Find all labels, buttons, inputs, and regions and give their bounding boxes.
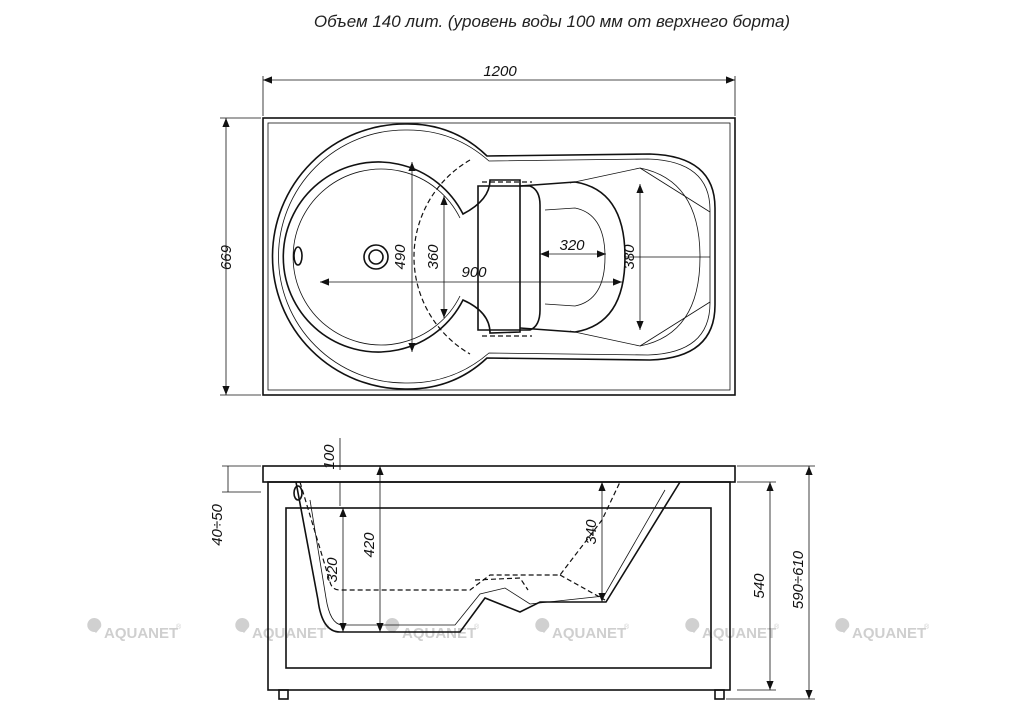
dim-total-height: 590÷610 [726,465,815,700]
dim-label: 40÷50 [209,504,226,546]
front-panel-inner [285,507,712,669]
dim-label: 420 [361,532,378,558]
dim-label: 699 [217,244,234,270]
dim-label: 340 [583,519,600,545]
footwell-outline [519,181,626,333]
basin-profile [295,481,681,633]
basin-outline [271,123,716,390]
overflow-side-icon [293,485,303,501]
dim-label: 1200 [483,63,517,80]
dim-bowl-inner: 360 [425,196,448,318]
tub-outline [262,117,736,396]
watermark-mark: ® [774,623,780,631]
watermark-text: AQUANET [252,625,326,642]
dim-label: 490 [392,244,409,270]
watermark-row: AQUANET ® AQUANET ® AQUANET ® AQUANET ® … [87,618,930,642]
side-view: 100 40÷50 320 420 340 540 590÷610 [209,438,815,700]
watermark-text: AQUANET [552,625,626,642]
seat-dashes [482,181,532,337]
bowl-outline [282,161,521,353]
basin-profile-dashed [299,481,621,591]
front-panel [267,481,731,691]
left-foot [278,689,289,700]
top-view: 1200 699 490 360 900 320 380 [217,63,736,396]
watermark-text: AQUANET [104,625,178,642]
dim-seat-length: 320 [540,237,606,258]
footwell-inner [544,207,606,307]
watermark-logo: AQUANET ® [87,618,182,642]
dim-label: 100 [321,444,338,470]
dim-label: 540 [751,573,768,599]
dim-label: 320 [324,557,341,583]
bowl-inner [292,168,461,346]
watermark-logo: AQUANET ® [385,618,480,642]
aquanet-logo-icon [535,618,550,633]
aquanet-logo-icon [87,618,102,633]
watermark-logo: AQUANET ® [835,618,930,642]
aquanet-logo-icon [385,618,400,633]
aquanet-logo-icon [685,618,700,633]
basin-profile-inner [309,489,666,626]
watermark-logo: AQUANET ® [685,618,780,642]
overflow-icon [293,246,303,266]
dim-label: 360 [425,244,442,270]
dim-bowl-width: 490 [392,162,416,352]
dim-slope: 340 [583,482,606,602]
dim-water-gap: 100 [321,438,341,506]
tub-rim-inner [267,122,731,391]
dim-label: 900 [461,264,487,281]
watermark-text: AQUANET [702,625,776,642]
aquanet-logo-icon [235,618,250,633]
dim-rim: 40÷50 [209,465,261,546]
basin-inner-edge [278,129,711,384]
drain-inner [368,249,384,265]
watermark-mark: ® [624,623,630,631]
watermark-mark: ® [176,623,182,631]
dim-label: 590÷610 [790,550,807,609]
watermark-mark: ® [924,623,930,631]
dim-label: 380 [621,244,638,270]
page-title: Объем 140 лит. (уровень воды 100 мм от в… [314,12,790,31]
dim-inner-length: 900 [320,264,622,286]
drain-icon [363,244,389,270]
dim-foot-width: 380 [621,184,644,330]
seat-block [477,185,541,331]
dim-length: 1200 [262,63,736,116]
watermark-text: AQUANET [852,625,926,642]
aquanet-logo-icon [835,618,850,633]
dim-width: 699 [217,117,261,396]
watermark-logo: AQUANET ® [535,618,630,642]
watermark-logo: AQUANET ® [235,618,330,642]
watermark-mark: ® [474,623,480,631]
dim-seat-depth: 320 [324,508,347,632]
dim-label: 320 [559,237,585,254]
watermark-text: AQUANET [402,625,476,642]
bowl-dashed-rim [413,159,471,355]
seat-profile-dashed [474,574,606,601]
right-foot [714,689,725,700]
dim-panel-height: 540 [737,481,776,691]
dim-depth: 420 [361,466,384,632]
